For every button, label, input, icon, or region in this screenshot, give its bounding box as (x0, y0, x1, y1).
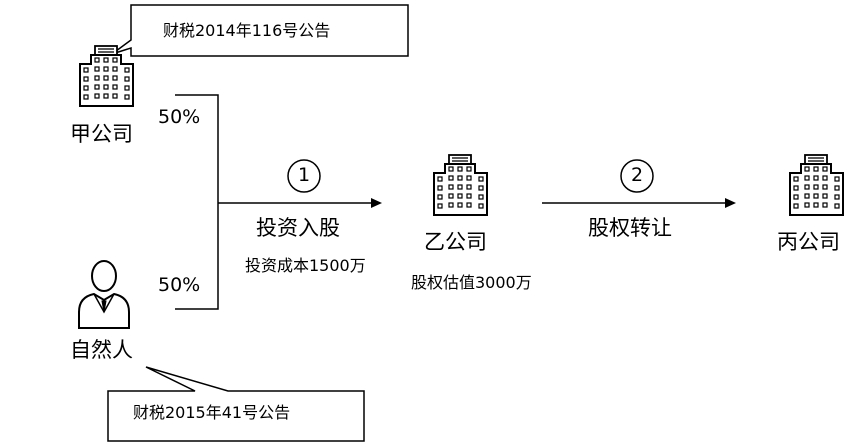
callout-bubble-bottom (107, 366, 365, 442)
step-1-number: 1 (298, 164, 311, 186)
callout-top-text: 财税2014年116号公告 (163, 21, 331, 40)
office-building-icon-jia (79, 45, 134, 107)
person-in-suit-icon (78, 260, 130, 329)
natural-person-label: 自然人 (70, 338, 133, 362)
step-2-circle (620, 159, 654, 193)
ownership-bracket (175, 94, 219, 310)
company-bing-label: 丙公司 (777, 230, 840, 254)
company-jia-label: 甲公司 (70, 122, 133, 146)
office-building-icon-yi (433, 154, 488, 216)
step-1-label: 投资入股 (256, 216, 340, 240)
step-1-circle (287, 159, 321, 193)
callout-bubble-top (111, 4, 409, 57)
share-jia-percent: 50% (158, 106, 201, 128)
step-2-number: 2 (631, 164, 644, 186)
valuation-note: 股权估值3000万 (411, 273, 532, 292)
arrow-invest-head (371, 198, 382, 208)
arrow-transfer-head (725, 198, 736, 208)
company-yi-label: 乙公司 (424, 230, 487, 254)
callout-bottom-text: 财税2015年41号公告 (133, 403, 291, 422)
office-building-icon-bing (789, 154, 844, 216)
step-1-note: 投资成本1500万 (245, 256, 366, 275)
step-2-label: 股权转让 (588, 216, 672, 240)
share-person-percent: 50% (158, 274, 201, 296)
